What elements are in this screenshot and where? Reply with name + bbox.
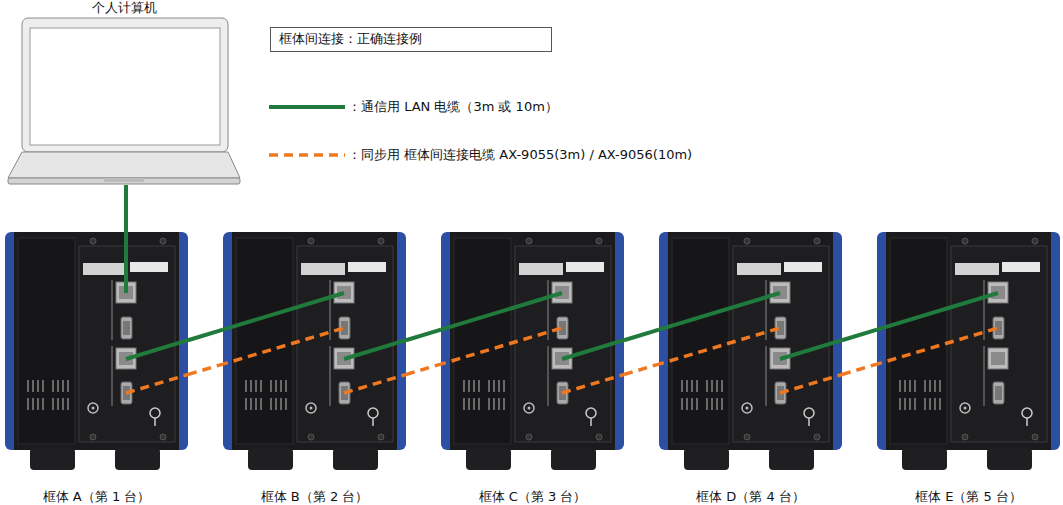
cable-connector: [624, 330, 659, 341]
chassis-rear-view: [5, 232, 188, 470]
laptop-illustration: [30, 28, 220, 145]
cable-connector: [624, 364, 659, 374]
laptop-illustration: [22, 18, 228, 152]
chassis-rear-view: [877, 232, 1060, 470]
laptop-illustration: [8, 152, 240, 178]
chassis-rear-view: [441, 232, 624, 470]
chassis-node: 框体 C（第 3 台）: [441, 232, 624, 450]
node-label: 框体 C（第 3 台）: [401, 489, 664, 505]
laptop-illustration: [8, 18, 240, 184]
cable-stub: [877, 293, 998, 364]
legend-line-sample: [269, 153, 345, 157]
node-label: 框体 D（第 4 台）: [619, 489, 882, 505]
laptop-illustration: [104, 178, 144, 182]
chassis-rear-view: [659, 232, 842, 470]
node-label: 框体 B（第 2 台）: [183, 489, 446, 505]
cable-connector: [124, 185, 128, 232]
node-label: 框体 E（第 5 台）: [837, 489, 1063, 505]
legend-text: ：通信用 LAN 电缆（3m 或 10m）: [348, 98, 558, 116]
legend-sample: [268, 145, 346, 165]
cable-stub: [780, 340, 842, 393]
cable-connector: [842, 364, 877, 374]
cable-connector: [842, 330, 877, 341]
cable-stub: [441, 293, 562, 364]
chassis-node: 框体 E（第 5 台）: [877, 232, 1060, 450]
node-label: 框体 A（第 1 台）: [0, 489, 228, 505]
legend-line-sample: [269, 105, 345, 109]
chassis-node: 框体 D（第 4 台）: [659, 232, 842, 450]
cable-stub: [124, 232, 128, 293]
node-label: 个人计算机: [0, 0, 280, 16]
title-box: 框体间连接：正确连接例: [270, 27, 552, 52]
cable-stub: [562, 340, 624, 393]
cable-connector: [188, 364, 223, 374]
cable-stub: [344, 340, 406, 393]
chassis-node: 框体 B（第 2 台）: [223, 232, 406, 450]
chassis-node: 框体 A（第 1 台）: [5, 232, 188, 450]
cable-stub: [223, 293, 344, 364]
legend-text: ：同步用 框体间连接电缆 AX-9055(3m) / AX-9056(10m): [348, 146, 692, 164]
legend-sample: [268, 97, 346, 117]
cable-stub: [126, 340, 188, 393]
computer-node: 个人计算机: [8, 18, 240, 185]
laptop-illustration: [8, 178, 240, 184]
cable-connector: [406, 364, 441, 374]
cable-connector: [188, 330, 223, 341]
cable-connector: [406, 330, 441, 341]
chassis-rear-view: [223, 232, 406, 470]
cable-stub: [659, 293, 780, 364]
